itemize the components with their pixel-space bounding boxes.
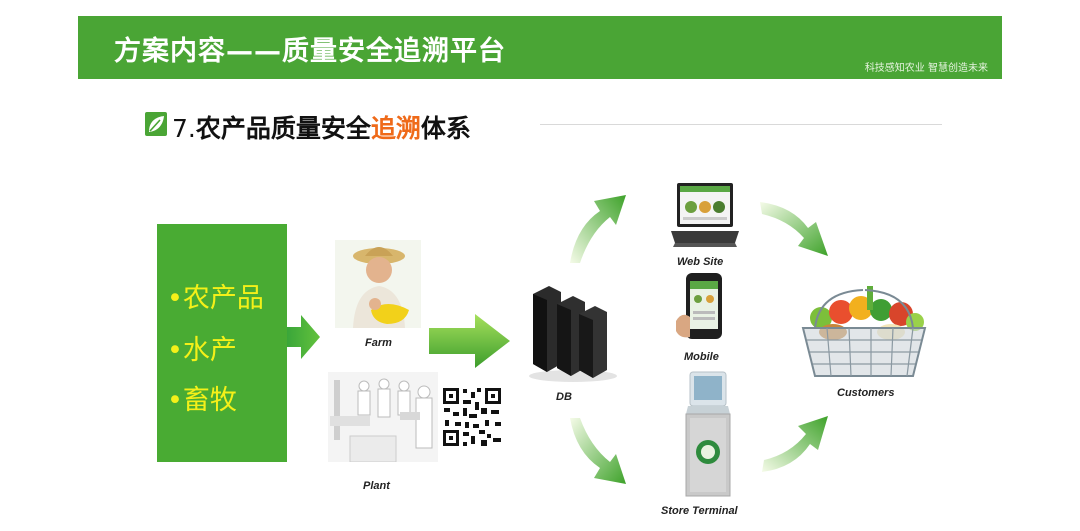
subtitle-after: 体系 [420, 114, 471, 143]
arrow-down-right-upper-icon [760, 202, 828, 256]
arrow-right-large-icon [429, 314, 510, 368]
arrow-up-right-lower-icon [762, 416, 828, 472]
label-website: Web Site [677, 256, 724, 268]
product-item-livestock: •畜牧 [167, 385, 237, 416]
subtitle-divider [540, 124, 942, 125]
label-customers: Customers [837, 387, 895, 399]
page-title: 方案内容——质量安全追溯平台 [114, 36, 506, 67]
subtitle-number: 7. [172, 114, 196, 143]
label-store-terminal: Store Terminal [661, 505, 738, 517]
farmer-image [335, 240, 421, 328]
header-banner: 方案内容——质量安全追溯平台 科技感知农业 智慧创造未来 [78, 16, 1002, 79]
subtitle-before: 农产品质量安全 [195, 114, 371, 143]
label-farm: Farm [365, 337, 392, 349]
product-item-aquatic: •水产 [167, 335, 237, 366]
section-subtitle: 7.农产品质量安全追溯体系 [172, 109, 471, 145]
subtitle-highlight: 追溯 [370, 114, 421, 143]
shopping-basket-image [801, 286, 927, 377]
database-servers-icon [529, 286, 617, 382]
product-category-box: •农产品 •水产 •畜牧 [157, 224, 287, 462]
leaf-icon [145, 112, 167, 136]
label-plant: Plant [363, 480, 390, 492]
label-mobile: Mobile [684, 351, 719, 363]
product-item-agri: •农产品 [167, 283, 264, 314]
plant-workers-image [328, 372, 438, 462]
arrow-up-right-icon [570, 195, 626, 263]
qr-code-icon [441, 386, 503, 448]
label-db: DB [556, 391, 572, 403]
arrow-right-icon [287, 315, 320, 359]
header-slogan: 科技感知农业 智慧创造未来 [864, 63, 988, 74]
arrow-down-right-icon [570, 418, 626, 484]
laptop-website-icon [671, 183, 739, 247]
mobile-phone-icon [676, 273, 722, 339]
store-terminal-kiosk-icon [685, 371, 731, 497]
